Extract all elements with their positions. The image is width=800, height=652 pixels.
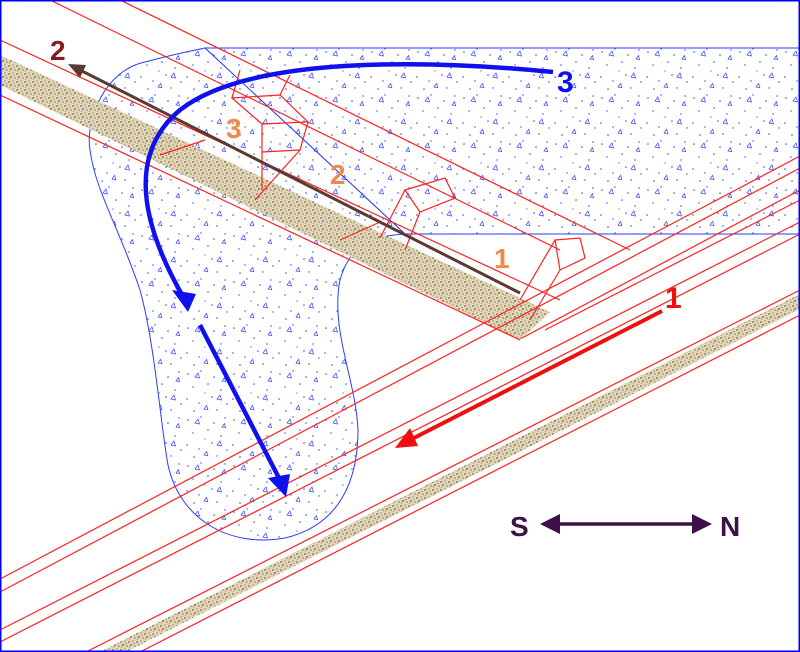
route-3-label: 3 [557, 66, 574, 99]
stage-label-1: 1 [494, 243, 510, 274]
route-3-arrow [143, 61, 554, 497]
route-2-arrow [68, 64, 521, 295]
route-1-arrow [395, 309, 663, 448]
compass-south-label: S [510, 511, 529, 542]
upper-track-ballast [0, 55, 550, 340]
lower-track-ballast [100, 294, 800, 652]
compass-arrow [540, 514, 712, 534]
route-1-label: 1 [665, 282, 682, 315]
stage-label-3: 3 [226, 113, 242, 144]
route-2-label: 2 [50, 35, 66, 66]
compass-north-label: N [720, 511, 740, 542]
stage-label-2: 2 [330, 159, 346, 190]
